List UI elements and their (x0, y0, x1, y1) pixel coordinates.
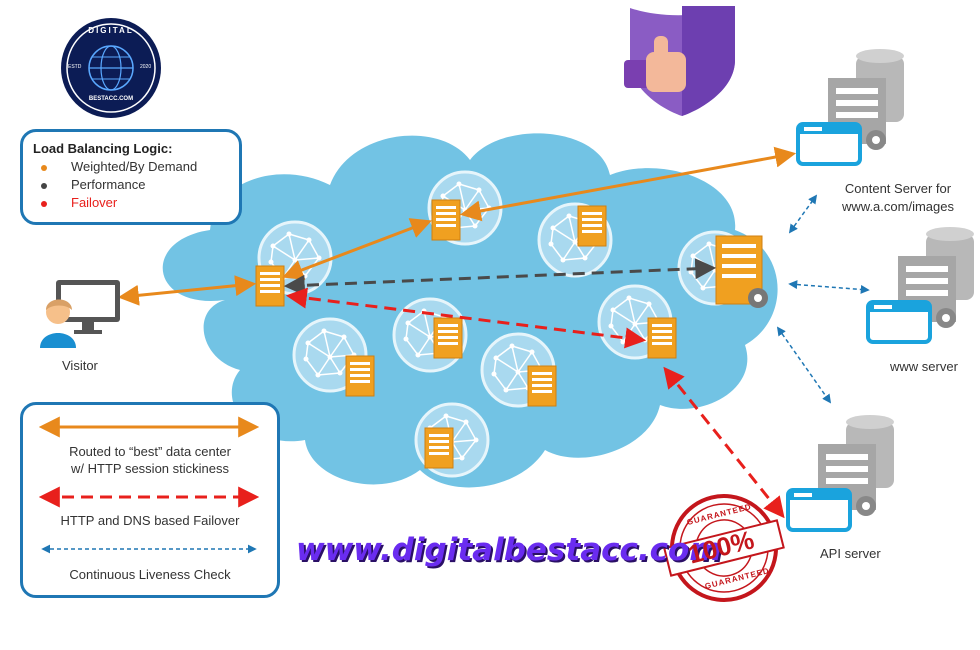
content-server-icon (796, 47, 906, 166)
legend-lines (38, 416, 260, 554)
edge-server-icon (527, 365, 557, 407)
legend-item-label: Failover (71, 195, 118, 210)
weighted-dot-icon (41, 164, 47, 171)
edge-server-icon (424, 427, 454, 469)
edge-server-icon (345, 355, 375, 397)
api-server-icon (786, 413, 896, 532)
visitor-icon (40, 280, 120, 348)
legend-item-weighted: Weighted/By Demand (41, 159, 197, 174)
visitor-label: Visitor (62, 358, 98, 373)
guaranteed-stamp (663, 494, 785, 602)
content-server-line2: www.a.com/images (842, 199, 954, 214)
edge-server-icon (647, 317, 677, 359)
failover-dot-icon (41, 200, 47, 207)
load-balancing-legend: Load Balancing Logic: Weighted/By Demand… (20, 129, 242, 225)
www-server-icon (866, 225, 976, 344)
www-server-label: www server (890, 359, 958, 374)
content-server-line1: Content Server for (844, 181, 952, 196)
watermark-shadow: www.digitalbestacc.com (298, 534, 724, 570)
logo-bottom-text: BESTACC.COM (88, 96, 134, 102)
edge-server-icon (577, 205, 607, 247)
edge-server-icon (255, 265, 285, 307)
legend-item-label: Weighted/By Demand (71, 159, 198, 174)
edge-server-icon (431, 199, 461, 241)
edge-server-icon (433, 317, 463, 359)
routed-line1: Routed to “best” data center (69, 444, 231, 459)
logo-top-text: DIGITAL (88, 26, 134, 35)
routed-legend-text: Routed to “best” data center w/ HTTP ses… (23, 443, 277, 477)
digitalbestacc-logo (61, 18, 161, 118)
failover-legend-text: HTTP and DNS based Failover (60, 513, 240, 528)
failover-connections (285, 287, 785, 519)
legend-item-failover: Failover (41, 195, 117, 210)
api-server-label: API server (820, 546, 881, 561)
content-server-label: Content Server for www.a.com/images (818, 180, 978, 216)
shield-thumbs-up-icon (624, 6, 735, 116)
routed-line2: w/ HTTP session stickiness (71, 461, 229, 476)
liveness-connections (776, 194, 870, 404)
logo-right-text: 2020 (140, 64, 152, 70)
gateway-server-icon (715, 235, 768, 308)
performance-dot-icon (41, 182, 47, 189)
liveness-legend-text: Continuous Liveness Check (69, 567, 231, 582)
performance-connection (283, 258, 717, 296)
legend-title: Load Balancing Logic: (33, 141, 173, 156)
watermark-url: www.digitalbestacc.com (296, 532, 722, 568)
logo-left-text: ESTD (68, 64, 82, 70)
legend-item-performance: Performance (41, 177, 145, 192)
connection-legend: Routed to “best” data center w/ HTTP ses… (20, 402, 280, 598)
legend-item-label: Performance (71, 177, 146, 192)
